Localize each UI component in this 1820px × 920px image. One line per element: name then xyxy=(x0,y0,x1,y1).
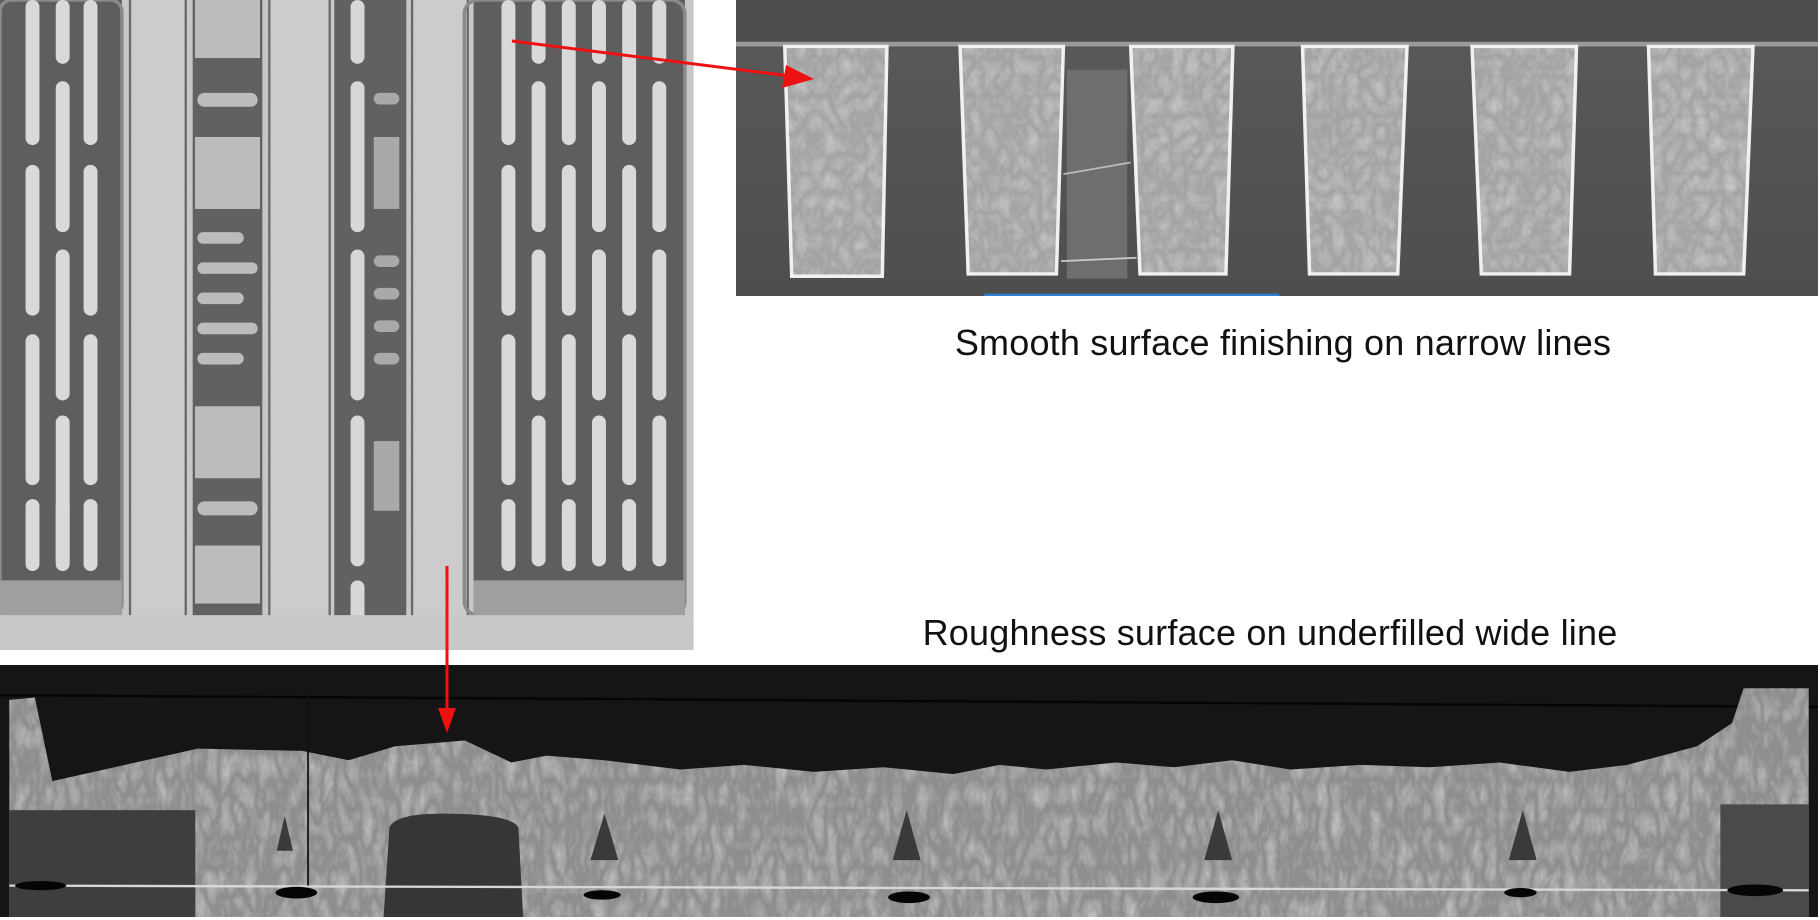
wide-line-pattern xyxy=(0,665,1818,917)
narrow-lines-pattern xyxy=(736,0,1818,296)
plan-view-pattern xyxy=(0,0,693,650)
wide-line-sem-image xyxy=(0,665,1818,917)
plan-view-sem-image xyxy=(0,0,694,650)
caption-narrow-lines: Smooth surface finishing on narrow lines xyxy=(954,322,1612,363)
narrow-lines-sem-image xyxy=(736,0,1818,296)
caption-wide-line: Roughness surface on underfilled wide li… xyxy=(922,612,1618,653)
